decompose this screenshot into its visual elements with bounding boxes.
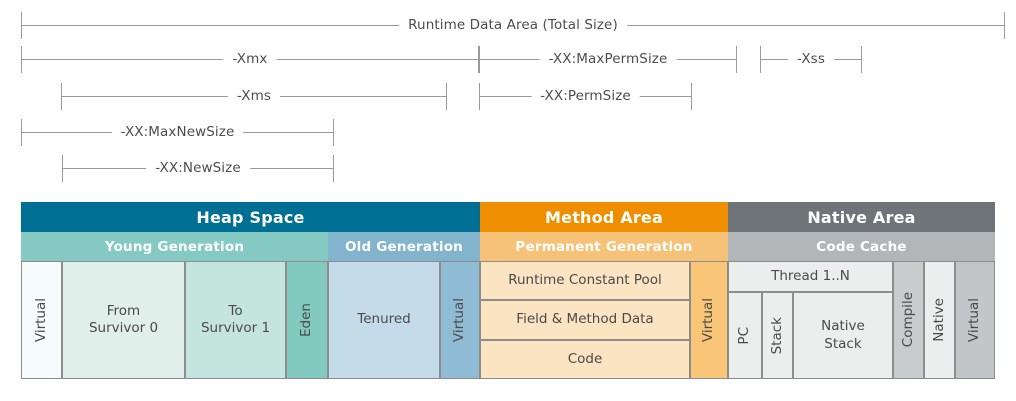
heap-space-label: Heap Space xyxy=(196,207,305,227)
young-generation-label: Young Generation xyxy=(104,238,245,255)
heap-virtual-label: Virtual xyxy=(32,297,49,343)
field-and-method-data: Field & Method Data xyxy=(480,300,690,340)
measure-label: -Xms xyxy=(227,88,281,104)
old-generation-virtual: Virtual xyxy=(440,261,480,379)
measure-row-runtime-data-area: Runtime Data Area (Total Size) xyxy=(0,8,1016,42)
measure-row-max-new-size: -XX:MaxNewSize xyxy=(0,115,1016,149)
measure-end-cap-right xyxy=(1004,12,1005,39)
tenured-label: Tenured xyxy=(357,311,411,328)
permanent-generation-label: Permanent Generation xyxy=(515,238,693,255)
measure-end-cap-right xyxy=(736,46,737,73)
stack-label: Stack xyxy=(768,316,785,355)
measure-end-cap-right xyxy=(446,83,447,110)
eden-label: Eden xyxy=(298,303,315,337)
native-area-label: Native Area xyxy=(807,207,916,227)
measure-row-initial-sizes: -Xms -XX:PermSize xyxy=(0,79,1016,113)
measure-label: -XX:NewSize xyxy=(146,160,250,176)
measure-end-cap-left xyxy=(21,12,22,39)
permanent-generation: Permanent Generation xyxy=(480,232,728,261)
code: Code xyxy=(480,340,690,379)
measure-label: -XX:MaxPermSize xyxy=(539,51,677,67)
method-area-label: Method Area xyxy=(545,207,663,227)
measure-label: -Xss xyxy=(788,51,834,67)
measure-end-cap-right xyxy=(333,119,334,146)
native-area: Native Area xyxy=(728,202,995,232)
native: Native xyxy=(924,261,955,379)
thread-1-n: Thread 1..N xyxy=(728,261,893,292)
measure-label: -Xmx xyxy=(223,51,277,67)
measure-row-max-sizes: -Xmx -XX:MaxPermSize -Xss xyxy=(0,42,1016,76)
measure-end-cap-left xyxy=(62,155,63,182)
compile: Compile xyxy=(893,261,924,379)
runtime-constant-pool-label: Runtime Constant Pool xyxy=(508,271,662,288)
pc-label: PC xyxy=(736,326,753,345)
eden: Eden xyxy=(286,261,328,379)
code-label: Code xyxy=(567,350,603,367)
heap-space: Heap Space xyxy=(21,202,480,232)
measure-end-cap-left xyxy=(760,46,761,73)
stack: Stack xyxy=(762,292,793,379)
field-and-method-data-label: Field & Method Data xyxy=(516,311,654,328)
old-generation: Old Generation xyxy=(328,232,480,261)
native-label: Native xyxy=(930,298,947,342)
measure-end-cap-left xyxy=(479,46,480,73)
code-cache: Code Cache xyxy=(728,232,995,261)
compile-label: Compile xyxy=(899,292,916,348)
measure-label: Runtime Data Area (Total Size) xyxy=(399,17,627,33)
permanent-generation-virtual: Virtual xyxy=(690,261,728,379)
measure-end-cap-left xyxy=(21,46,22,73)
heap-virtual: Virtual xyxy=(21,261,62,379)
measure-end-cap-left xyxy=(61,83,62,110)
measure-end-cap-right xyxy=(691,83,692,110)
measure-label: -XX:MaxNewSize xyxy=(111,124,244,140)
young-generation: Young Generation xyxy=(21,232,328,261)
native-area-virtual-label: Virtual xyxy=(966,297,983,343)
runtime-constant-pool: Runtime Constant Pool xyxy=(480,261,690,300)
code-cache-label: Code Cache xyxy=(816,238,907,255)
measure-end-cap-right xyxy=(478,46,479,73)
measure-end-cap-right xyxy=(861,46,862,73)
old-generation-virtual-label: Virtual xyxy=(451,297,468,343)
permanent-generation-virtual-label: Virtual xyxy=(700,297,717,343)
pc: PC xyxy=(728,292,762,379)
measure-end-cap-right xyxy=(333,155,334,182)
measure-end-cap-left xyxy=(479,83,480,110)
native-area-virtual: Virtual xyxy=(955,261,995,379)
measure-end-cap-left xyxy=(21,119,22,146)
method-area: Method Area xyxy=(480,202,728,232)
tenured: Tenured xyxy=(328,261,440,379)
measure-label: -XX:PermSize xyxy=(531,88,640,104)
old-generation-label: Old Generation xyxy=(344,238,463,255)
thread-1-n-label: Thread 1..N xyxy=(771,267,850,284)
size-flag-measurements: Runtime Data Area (Total Size) -Xmx -XX:Ma… xyxy=(0,0,1016,195)
measure-row-new-size: -XX:NewSize xyxy=(0,151,1016,185)
